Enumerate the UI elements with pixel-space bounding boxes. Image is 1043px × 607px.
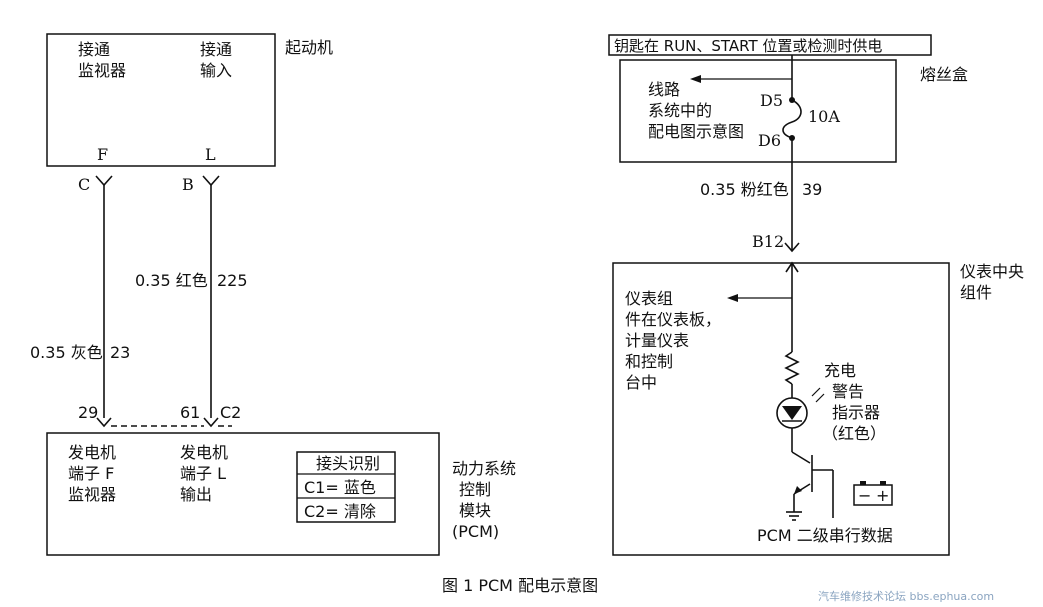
starter-name: 起动机 bbox=[285, 38, 333, 57]
b12-label: B12 bbox=[752, 232, 784, 251]
lamp-label-line2: 警告 bbox=[832, 382, 864, 401]
starter-col1-line2: 监视器 bbox=[78, 61, 126, 80]
starter-col2-line2: 输入 bbox=[200, 61, 232, 80]
transistor-emitter-arrow bbox=[794, 486, 802, 494]
fuse-note-line2: 系统中的 bbox=[648, 101, 712, 120]
resistor-symbol bbox=[784, 351, 800, 385]
red-wire-circuit: 225 bbox=[217, 271, 248, 290]
watermark: 汽车维修技术论坛 bbs.ephua.com bbox=[818, 589, 994, 603]
pcm-col2-line1: 发电机 bbox=[180, 443, 228, 462]
led-ray-2 bbox=[815, 393, 825, 403]
pcm-col1-line1: 发电机 bbox=[68, 443, 116, 462]
cluster-name-line1: 仪表中央 bbox=[960, 262, 1024, 281]
battery-plus: + bbox=[876, 486, 889, 505]
pin-29-chevron bbox=[96, 417, 112, 428]
starter-box bbox=[46, 33, 276, 167]
pcm-name-line1: 动力系统 bbox=[452, 459, 516, 478]
fuse-note-line3: 配电图示意图 bbox=[648, 122, 744, 141]
legend-row-c1: C1= 蓝色 bbox=[304, 478, 376, 497]
pcm-pin-61: 61 bbox=[180, 403, 200, 422]
led-ray-1 bbox=[811, 387, 821, 397]
battery-terminal-pos bbox=[880, 481, 886, 485]
lamp-label-line1: 充电 bbox=[824, 361, 856, 380]
starter-pin-l: L bbox=[205, 145, 216, 164]
fuse-note-arrowhead bbox=[690, 75, 701, 83]
b12-chevron bbox=[784, 242, 800, 253]
cluster-name-line2: 组件 bbox=[960, 283, 992, 302]
pin-61-chevron bbox=[203, 417, 219, 428]
fuse-note-line1: 线路 bbox=[648, 80, 680, 99]
battery-terminal-neg bbox=[860, 481, 866, 485]
connector-b-chevron bbox=[202, 175, 220, 187]
pcm-name-line4: (PCM) bbox=[452, 522, 499, 541]
supply-label-box bbox=[608, 34, 932, 56]
pcm-name-line2: 控制 bbox=[459, 480, 491, 499]
pcm-col2-line2: 端子 L bbox=[180, 464, 226, 483]
transistor-collector bbox=[791, 451, 811, 464]
pcm-name-line3: 模块 bbox=[459, 501, 491, 520]
starter-col1-line1: 接通 bbox=[78, 40, 110, 59]
cluster-note-line1: 仪表组 bbox=[625, 289, 673, 308]
pcm-col1-line2: 端子 F bbox=[68, 464, 114, 483]
pcm-col2-line3: 输出 bbox=[180, 485, 212, 504]
starter-pin-f: F bbox=[97, 145, 108, 164]
red-wire-spec: 0.35 红色 bbox=[135, 271, 208, 290]
lamp-label-line4: （红色） bbox=[822, 424, 886, 443]
figure-caption: 图 1 PCM 配电示意图 bbox=[442, 576, 598, 595]
cluster-box bbox=[612, 262, 950, 556]
legend-row-c2: C2= 清除 bbox=[304, 502, 376, 521]
pcm-box bbox=[46, 432, 440, 556]
pink-wire-circuit: 39 bbox=[802, 180, 822, 199]
fuse-symbol bbox=[782, 99, 802, 139]
legend-table bbox=[296, 451, 396, 523]
pcm-connector-c2: C2 bbox=[220, 403, 241, 422]
cluster-note-line3: 计量仪表 bbox=[625, 331, 689, 350]
led-diode-triangle bbox=[782, 406, 802, 420]
serial-data-label: PCM 二级串行数据 bbox=[757, 526, 893, 545]
supply-label: 钥匙在 RUN、START 位置或检测时供电 bbox=[614, 37, 882, 55]
fuse-rating: 10A bbox=[808, 107, 840, 126]
gray-wire-circuit: 23 bbox=[110, 343, 130, 362]
starter-col2-line1: 接通 bbox=[200, 40, 232, 59]
legend-title: 接头识别 bbox=[316, 454, 380, 473]
cluster-note-line5: 台中 bbox=[625, 373, 657, 392]
cluster-note-line2: 件在仪表板， bbox=[625, 310, 721, 329]
fuse-pin-d5: D5 bbox=[760, 91, 783, 110]
cluster-note-line4: 和控制 bbox=[625, 352, 673, 371]
fuse-pin-d6: D6 bbox=[758, 131, 781, 150]
fuse-box bbox=[619, 59, 897, 163]
battery-minus: − bbox=[858, 486, 871, 505]
gray-wire-spec: 0.35 灰色 bbox=[30, 343, 103, 362]
pink-wire-spec: 0.35 粉红色 bbox=[700, 180, 789, 199]
connector-c-chevron bbox=[95, 175, 113, 187]
pcm-col1-line3: 监视器 bbox=[68, 485, 116, 504]
battery-icon bbox=[853, 484, 893, 506]
connector-b-label: B bbox=[182, 175, 194, 194]
cluster-note-arrowhead bbox=[727, 294, 738, 302]
pcm-pin-29: 29 bbox=[78, 403, 98, 422]
connector-c-label: C bbox=[78, 175, 90, 194]
lamp-label-line3: 指示器 bbox=[832, 403, 880, 422]
fuse-box-name: 熔丝盒 bbox=[920, 65, 968, 84]
